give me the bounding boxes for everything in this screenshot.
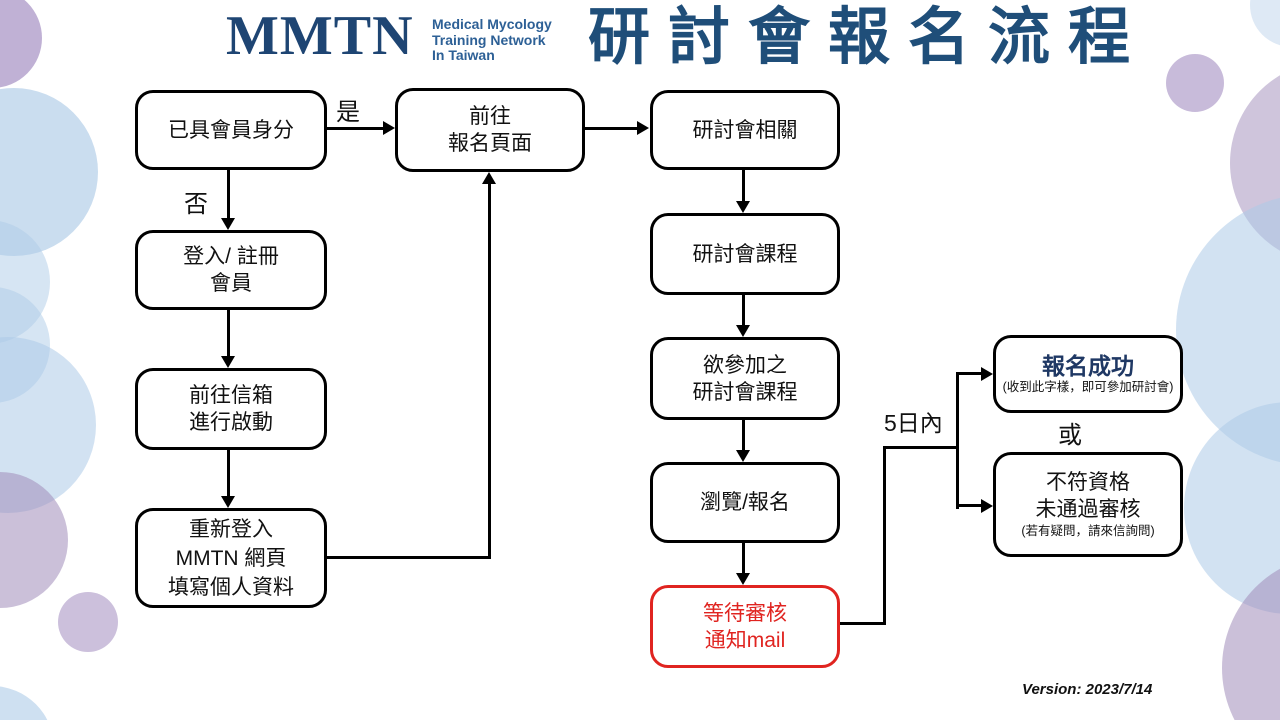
node-line: 等待審核 (703, 601, 787, 625)
node-registration-success: 報名成功 (收到此字樣，即可參加研討會) (993, 335, 1183, 413)
node-goto-registration-page: 前往 報名頁面 (395, 88, 585, 172)
connector-line (742, 543, 745, 574)
node-line: 研討會相關 (692, 118, 798, 142)
edge-label-within-5-days: 5日內 (884, 410, 943, 436)
node-line: 研討會課程 (692, 242, 798, 266)
node-note: (收到此字樣，即可參加研討會) (1002, 379, 1174, 394)
mmtn-logo-subtitle: Medical Mycology Training Network In Tai… (432, 16, 552, 64)
node-line: 登入/ 註冊 (183, 245, 279, 268)
deco-circle (58, 592, 118, 652)
connector-line (227, 170, 230, 219)
node-line: 進行啟動 (189, 411, 273, 434)
logo-subtitle-line: Medical Mycology (432, 16, 552, 32)
connector-line (742, 295, 745, 326)
edge-label-yes: 是 (336, 99, 360, 126)
version-text: Version: 2023/7/14 (1022, 681, 1153, 698)
node-line: 報名頁面 (448, 132, 532, 155)
connector-line (956, 372, 959, 509)
node-login-register: 登入/ 註冊 會員 (135, 230, 327, 310)
connector-line (956, 504, 982, 507)
node-line: 已具會員身分 (168, 118, 294, 142)
page-title: 研討會報名流程 (588, 3, 1149, 72)
logo-subtitle-line: Training Network (432, 31, 546, 48)
node-line: 不符資格 (1046, 471, 1130, 494)
edge-label-or: 或 (1058, 422, 1082, 449)
arrowhead-right-icon (637, 121, 649, 135)
node-wait-review-mail: 等待審核 通知mail (650, 585, 840, 668)
node-line: 研討會課程 (692, 380, 798, 404)
node-line: 前往 (469, 105, 511, 128)
node-has-membership: 已具會員身分 (135, 90, 327, 170)
node-line: 報名成功 (1042, 352, 1134, 379)
connector-line (488, 184, 491, 559)
node-line: 前往信箱 (189, 384, 273, 407)
node-line: 未通過審核 (1035, 498, 1141, 521)
arrowhead-right-icon (981, 499, 993, 513)
node-line: 通知mail (704, 628, 786, 652)
connector-line (327, 556, 491, 559)
node-activate-mailbox: 前往信箱 進行啟動 (135, 368, 327, 450)
mmtn-logo: MMTN (226, 5, 414, 67)
connector-line (883, 446, 886, 625)
connector-line (883, 446, 959, 449)
edge-label-no: 否 (184, 191, 208, 218)
node-seminar-courses: 研討會課程 (650, 213, 840, 295)
connector-line (585, 127, 638, 130)
node-note: (若有疑問，請來信詢問) (1021, 524, 1155, 538)
node-browse-register: 瀏覽/報名 (650, 462, 840, 543)
deco-circle (1166, 54, 1224, 112)
arrowhead-right-icon (981, 367, 993, 381)
node-line: 會員 (210, 272, 252, 295)
connector-line (327, 127, 384, 130)
connector-line (956, 372, 982, 375)
arrowhead-down-icon (221, 218, 235, 230)
node-seminar-related: 研討會相關 (650, 90, 840, 170)
arrowhead-down-icon (221, 496, 235, 508)
node-line: 重新登入 (189, 517, 273, 541)
node-not-qualified: 不符資格 未通過審核 (若有疑問，請來信詢問) (993, 452, 1183, 557)
node-line: 填寫個人資料 (168, 575, 294, 599)
connector-line (840, 622, 886, 625)
arrowhead-down-icon (221, 356, 235, 368)
arrowhead-right-icon (383, 121, 395, 135)
arrowhead-down-icon (736, 573, 750, 585)
logo-subtitle-line: In Taiwan (432, 47, 495, 63)
arrowhead-down-icon (736, 201, 750, 213)
node-line: 欲參加之 (703, 353, 787, 377)
connector-line (742, 170, 745, 202)
node-desired-course: 欲參加之 研討會課程 (650, 337, 840, 420)
arrowhead-down-icon (736, 450, 750, 462)
node-line: 瀏覽/報名 (700, 491, 790, 514)
arrowhead-up-icon (482, 172, 496, 184)
node-line: MMTN 網頁 (175, 546, 287, 570)
connector-line (742, 420, 745, 451)
connector-line (227, 310, 230, 357)
node-relogin-fill-profile: 重新登入 MMTN 網頁 填寫個人資料 (135, 508, 327, 608)
arrowhead-down-icon (736, 325, 750, 337)
connector-line (227, 450, 230, 497)
